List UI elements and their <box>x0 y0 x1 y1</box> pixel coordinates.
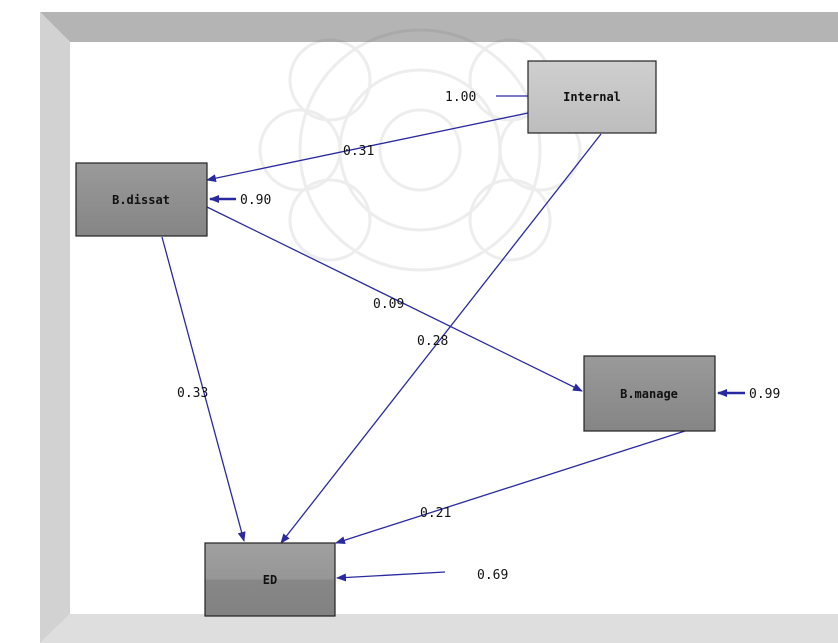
coef-bmanage-to-ed: 0.21 <box>420 506 451 521</box>
coef-bdissat-to-ed: 0.33 <box>177 386 208 401</box>
coef-bdissat-error: 0.90 <box>240 193 271 208</box>
coef-bdissat-to-bmanage: 0.09 <box>373 297 404 312</box>
node-b-manage-label: B.manage <box>620 387 678 401</box>
coef-internal-error: 1.00 <box>445 90 476 105</box>
node-ed-label: ED <box>263 573 277 587</box>
node-ed: ED <box>204 542 336 617</box>
node-internal: Internal <box>527 60 657 134</box>
arrow-bdissat-to-ed <box>161 236 246 542</box>
node-b-dissat-label: B.dissat <box>112 193 170 207</box>
arrow-bdissat-to-bmanage <box>206 206 583 392</box>
watermark-emblem <box>258 28 582 272</box>
frame-top <box>40 12 838 42</box>
coef-internal-to-bdissat: 0.31 <box>343 144 374 159</box>
coef-internal-to-ed: 0.28 <box>417 334 448 349</box>
frame-left <box>40 12 70 643</box>
arrow-internal-to-ed <box>280 133 602 544</box>
arrow-internal-to-bdissat <box>206 112 529 183</box>
coef-bmanage-error: 0.99 <box>749 387 780 402</box>
coef-ed-error: 0.69 <box>477 568 508 583</box>
arrow-bmanage-to-ed <box>335 430 686 545</box>
node-internal-label: Internal <box>563 90 621 104</box>
node-b-manage: B.manage <box>583 355 716 432</box>
node-b-dissat: B.dissat <box>75 162 208 237</box>
frame-bottom <box>40 614 838 643</box>
arrow-ed-error <box>336 571 446 582</box>
